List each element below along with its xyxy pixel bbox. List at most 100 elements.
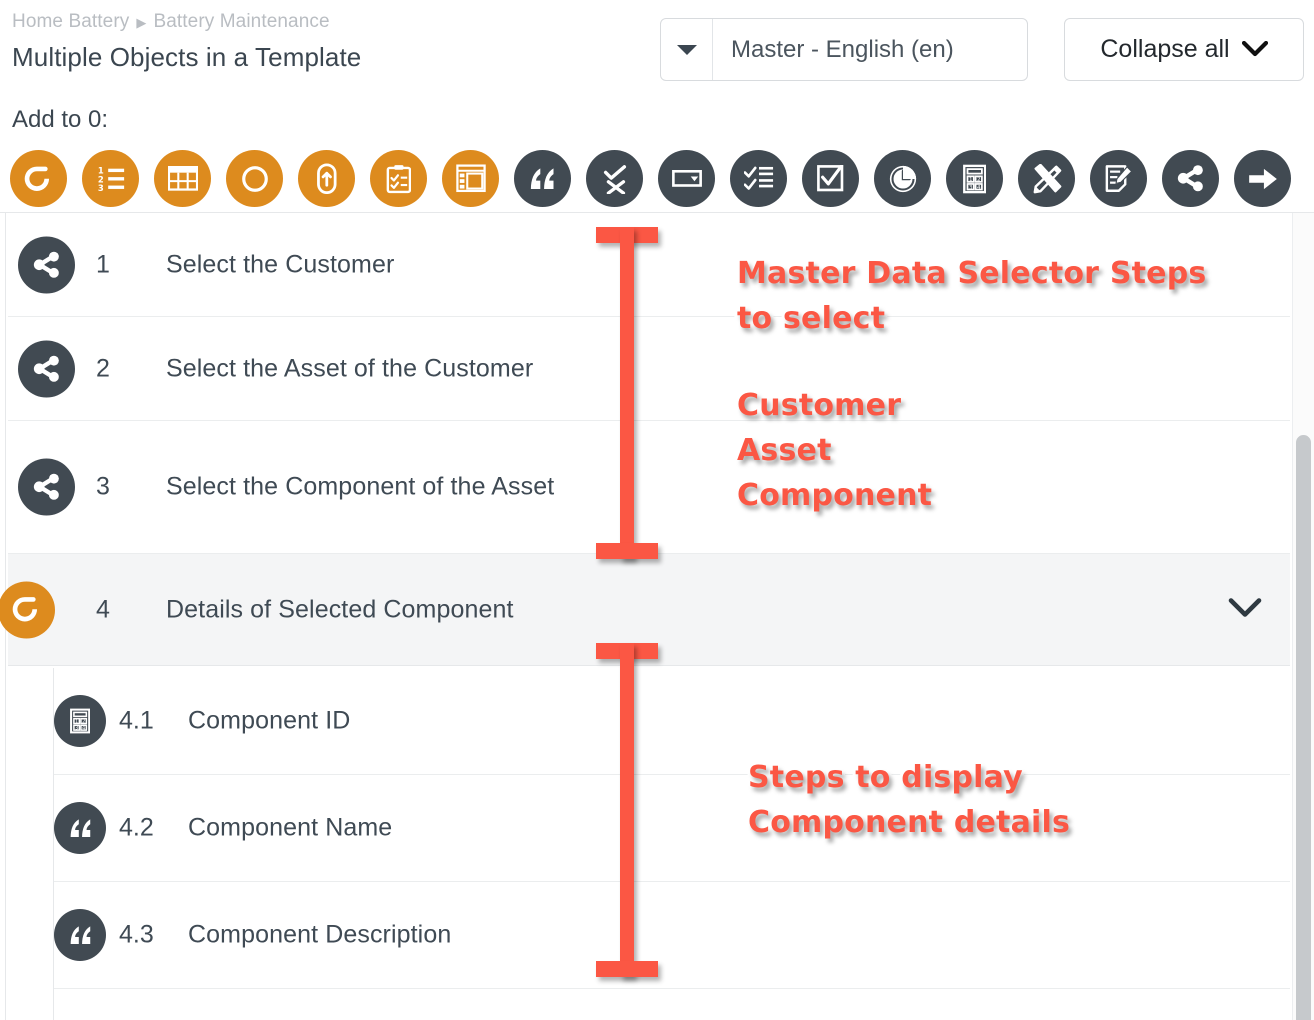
sub-step-guide-line (53, 668, 54, 1020)
step-label: Component ID (188, 706, 351, 735)
film-gallery-icon (455, 164, 486, 193)
svg-text:2: 2 (977, 177, 981, 183)
toolbar-arrow-right-icon[interactable] (1234, 150, 1291, 207)
dropdown-icon (671, 170, 702, 187)
section-icon (20, 160, 58, 198)
bracket-detail-steps (596, 643, 658, 977)
step-list: 1 Select the Customer 2 Select the Asset o… (0, 213, 1314, 1020)
step-number: 3 (96, 472, 110, 501)
bracket-selector-steps (596, 227, 658, 559)
step-label: Select the Customer (166, 250, 395, 278)
toolbar-film-gallery-icon[interactable] (442, 150, 499, 207)
annotation-component-details: Steps to display Component details (745, 757, 1073, 843)
section-icon[interactable] (0, 581, 55, 638)
toolbar-section-icon[interactable] (10, 150, 67, 207)
toolbar-table-icon[interactable] (154, 150, 211, 207)
toolbar-clock-icon[interactable] (874, 150, 931, 207)
checkbox-icon (817, 165, 844, 192)
arrow-right-icon (1248, 167, 1278, 191)
clipboard-checklist-icon (386, 164, 412, 194)
annotation-master-data-selector: Master Data Selector Steps to select (734, 253, 1209, 339)
vertical-scrollbar-track[interactable] (1292, 213, 1314, 1020)
svg-text:2: 2 (82, 719, 85, 725)
bracket-stem (620, 227, 634, 559)
toolbar-checkbox-icon[interactable] (802, 150, 859, 207)
master-data-icon[interactable] (18, 340, 75, 397)
page-title: Multiple Objects in a Template (12, 42, 362, 72)
link-anchor-icon (316, 163, 338, 195)
signature-form-icon (1105, 164, 1133, 193)
toolbar-pass-fail-icon[interactable] (586, 150, 643, 207)
master-data-icon[interactable] (18, 236, 75, 293)
step-number: 4.3 (119, 920, 154, 949)
row-chevron-down-icon[interactable] (1228, 596, 1262, 623)
circle-icon (240, 164, 270, 194)
step-number: 1 (96, 250, 110, 278)
toolbar-link-anchor-icon[interactable] (298, 150, 355, 207)
breadcrumb-item-battery-maintenance[interactable]: Battery Maintenance (153, 11, 330, 32)
svg-text:2: 2 (97, 174, 103, 184)
breadcrumb-item-home-battery[interactable]: Home Battery (12, 11, 130, 32)
toolbar-multi-select-icon[interactable] (730, 150, 787, 207)
step-row[interactable]: 1 Select the Customer (8, 213, 1290, 317)
step-row[interactable]: 1 2 3 4 4.1 Component ID (54, 668, 1290, 775)
breadcrumb: Home Battery ▶ Battery Maintenance (12, 11, 330, 33)
language-selector[interactable]: Master - English (en) (660, 18, 1028, 81)
toolbar-dropdown-icon[interactable] (658, 150, 715, 207)
svg-text:3: 3 (97, 183, 103, 193)
toolbar-clipboard-checklist-icon[interactable] (370, 150, 427, 207)
clock-icon (888, 164, 918, 194)
calculator-icon[interactable]: 1 2 3 4 (54, 695, 106, 747)
svg-text:3: 3 (75, 725, 78, 731)
step-number: 4.2 (119, 813, 154, 842)
svg-text:1: 1 (75, 719, 78, 725)
svg-text:4: 4 (977, 184, 981, 190)
bracket-cap-bottom (596, 961, 658, 977)
quote-icon[interactable] (54, 909, 106, 961)
toolbar-measure-tools-icon[interactable] (1018, 150, 1075, 207)
master-data-icon (1175, 164, 1206, 193)
step-row[interactable]: 4.2 Component Name (54, 775, 1290, 882)
svg-text:3: 3 (969, 184, 973, 190)
step-label: Select the Component of the Asset (166, 472, 555, 501)
table-icon (167, 166, 198, 191)
calculator-icon: 1 2 3 4 (962, 164, 987, 194)
bracket-cap-bottom (596, 543, 658, 559)
toolbar-divider (0, 212, 1314, 213)
quote-icon[interactable] (54, 802, 106, 854)
toolbar-quote-icon[interactable] (514, 150, 571, 207)
step-label: Details of Selected Component (166, 595, 514, 623)
page-header: Home Battery ▶ Battery Maintenance Multi… (0, 0, 1314, 100)
bracket-stem (620, 643, 634, 977)
language-selector-value[interactable]: Master - English (en) (731, 35, 954, 63)
pass-fail-icon (600, 164, 630, 194)
collapse-all-button[interactable]: Collapse all (1064, 18, 1304, 81)
step-number: 4.1 (119, 706, 154, 735)
step-number: 2 (96, 354, 110, 382)
step-row[interactable]: 2 Select the Asset of the Customer (8, 317, 1290, 421)
master-data-icon[interactable] (18, 458, 75, 516)
toolbar-calculator-icon[interactable]: 1 2 3 4 (946, 150, 1003, 207)
multi-select-icon (743, 165, 774, 191)
add-to-label: Add to 0: (12, 106, 109, 133)
toolbar-circle-icon[interactable] (226, 150, 283, 207)
step-label: Component Name (188, 813, 393, 842)
svg-text:1: 1 (969, 177, 973, 183)
svg-text:4: 4 (82, 725, 85, 731)
step-label: Component Description (188, 920, 452, 949)
vertical-scrollbar-thumb[interactable] (1296, 435, 1311, 1020)
toolbar-master-data-icon[interactable] (1162, 150, 1219, 207)
step-label: Select the Asset of the Customer (166, 354, 534, 382)
quote-icon (529, 168, 555, 190)
annotation-customer-asset-component: Customer Asset Component (734, 385, 935, 516)
toolbar-signature-form-icon[interactable] (1090, 150, 1147, 207)
breadcrumb-separator-icon: ▶ (136, 15, 147, 30)
step-row[interactable]: 4.3 Component Description (54, 882, 1290, 989)
step-number: 4 (96, 595, 110, 623)
numbered-list-icon: 1 2 3 (96, 164, 126, 194)
caret-down-icon[interactable] (661, 19, 713, 80)
collapse-all-label: Collapse all (1100, 35, 1230, 63)
toolbar-numbered-list-icon[interactable]: 1 2 3 (82, 150, 139, 207)
svg-text:1: 1 (97, 165, 103, 175)
